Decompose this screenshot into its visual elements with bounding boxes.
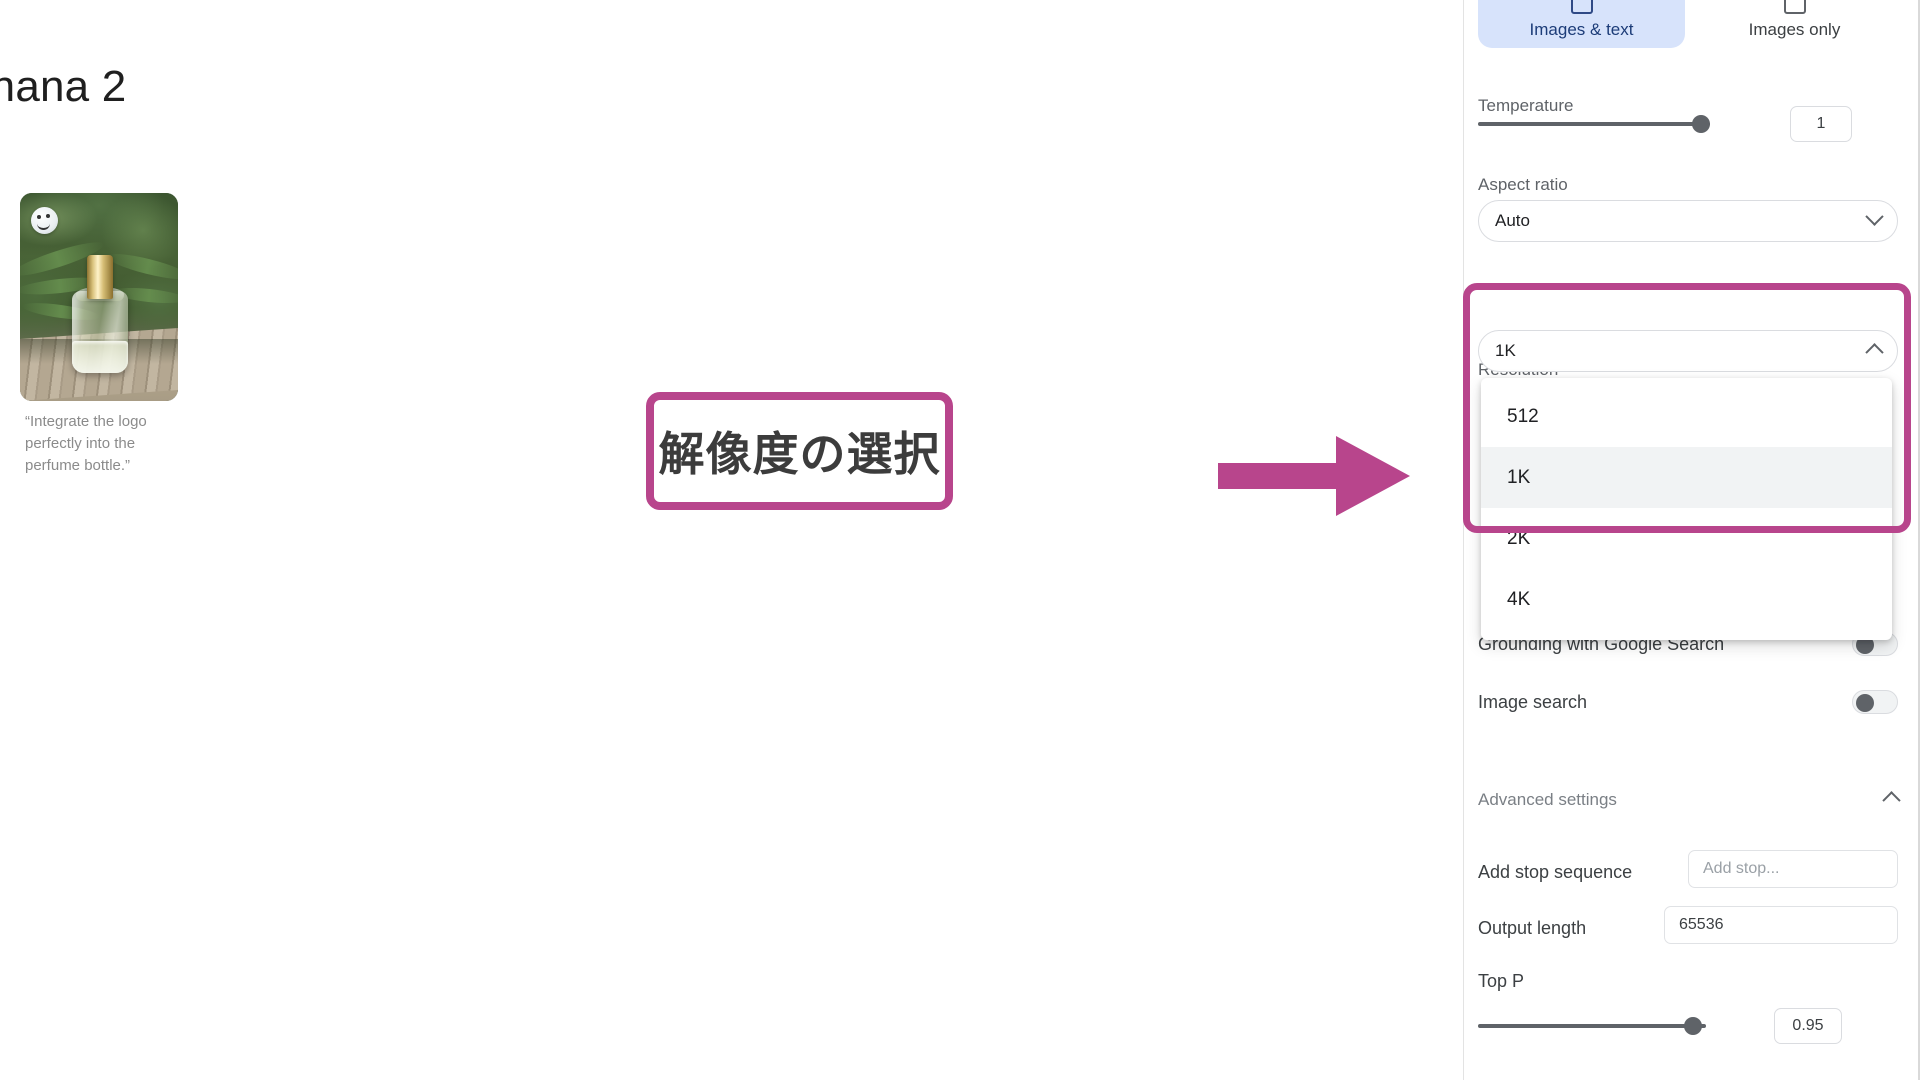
top-p-row: 0.95 [1478,1006,1898,1046]
resolution-dropdown-menu: 512 1K 2K 4K [1481,378,1892,640]
annotation-callout-label: 解像度の選択 [658,427,941,481]
temperature-label: Temperature [1478,96,1574,115]
tab-images-only-label: Images only [1748,20,1841,39]
image-search-label: Image search [1478,691,1588,712]
image-search-toggle[interactable] [1852,690,1898,714]
image-icon [1783,0,1806,14]
tab-images-and-text-label: Images & text [1529,20,1634,39]
temperature-slider-track [1478,122,1710,126]
temperature-value-input[interactable]: 1 [1790,106,1852,142]
add-stop-sequence-label: Add stop sequence [1478,862,1633,882]
aspect-ratio-label: Aspect ratio [1478,175,1568,194]
perfume-bottle-photo [20,193,178,401]
toggle-knob [1856,694,1874,712]
top-p-slider[interactable] [1478,1017,1706,1035]
add-stop-sequence-input[interactable]: Add stop... [1688,850,1898,888]
main-content-area: anana 2 “ [0,62,1410,516]
chevron-down-icon [1865,207,1884,231]
tab-images-and-text[interactable]: Images & text [1478,0,1685,48]
right-arrow-icon [1218,436,1410,516]
resolution-option-1k[interactable]: 1K [1481,447,1892,508]
thumbnail-image [20,193,178,401]
thumbnail-caption: “Integrate the logo perfectly into the p… [25,413,147,474]
smiley-logo-icon [31,207,58,234]
temperature-row: 1 [1478,104,1898,144]
image-text-icon [1570,0,1593,14]
resolution-option-2k[interactable]: 2K [1507,527,1531,549]
top-p-slider-track [1478,1024,1706,1028]
output-mode-tabs: Images & text Images only [1478,0,1898,48]
panel-right-edge [1918,0,1920,1080]
top-p-slider-knob[interactable] [1684,1017,1702,1035]
page-title: anana 2 [0,62,127,111]
chevron-up-icon [1865,341,1884,362]
generated-image-thumbnail[interactable] [20,193,178,401]
annotation-callout-box: 解像度の選択 [646,392,953,510]
perfume-bottle-cap [87,255,113,299]
toggle-knob [1856,636,1874,654]
temperature-slider-knob[interactable] [1692,115,1710,133]
tab-images-only[interactable]: Images only [1691,0,1898,48]
aspect-ratio-select[interactable]: Auto [1478,200,1898,242]
resolution-select[interactable]: 1K [1478,330,1898,372]
resolution-option-4k[interactable]: 4K [1507,588,1531,610]
resolution-option-512[interactable]: 512 [1507,405,1539,427]
chevron-up-icon [1882,791,1901,810]
resolution-value: 1K [1495,341,1516,360]
image-search-row: Image search [1478,690,1898,714]
advanced-settings-header[interactable]: Advanced settings [1478,790,1901,810]
aspect-ratio-value: Auto [1495,211,1530,230]
output-length-input[interactable]: 65536 [1664,906,1898,944]
advanced-settings-label: Advanced settings [1478,790,1617,809]
perfume-bottle-liquid [72,341,128,373]
output-length-label: Output length [1478,918,1587,938]
top-p-value-input[interactable]: 0.95 [1774,1008,1842,1044]
top-p-label: Top P [1478,971,1525,991]
temperature-slider[interactable] [1478,115,1710,133]
